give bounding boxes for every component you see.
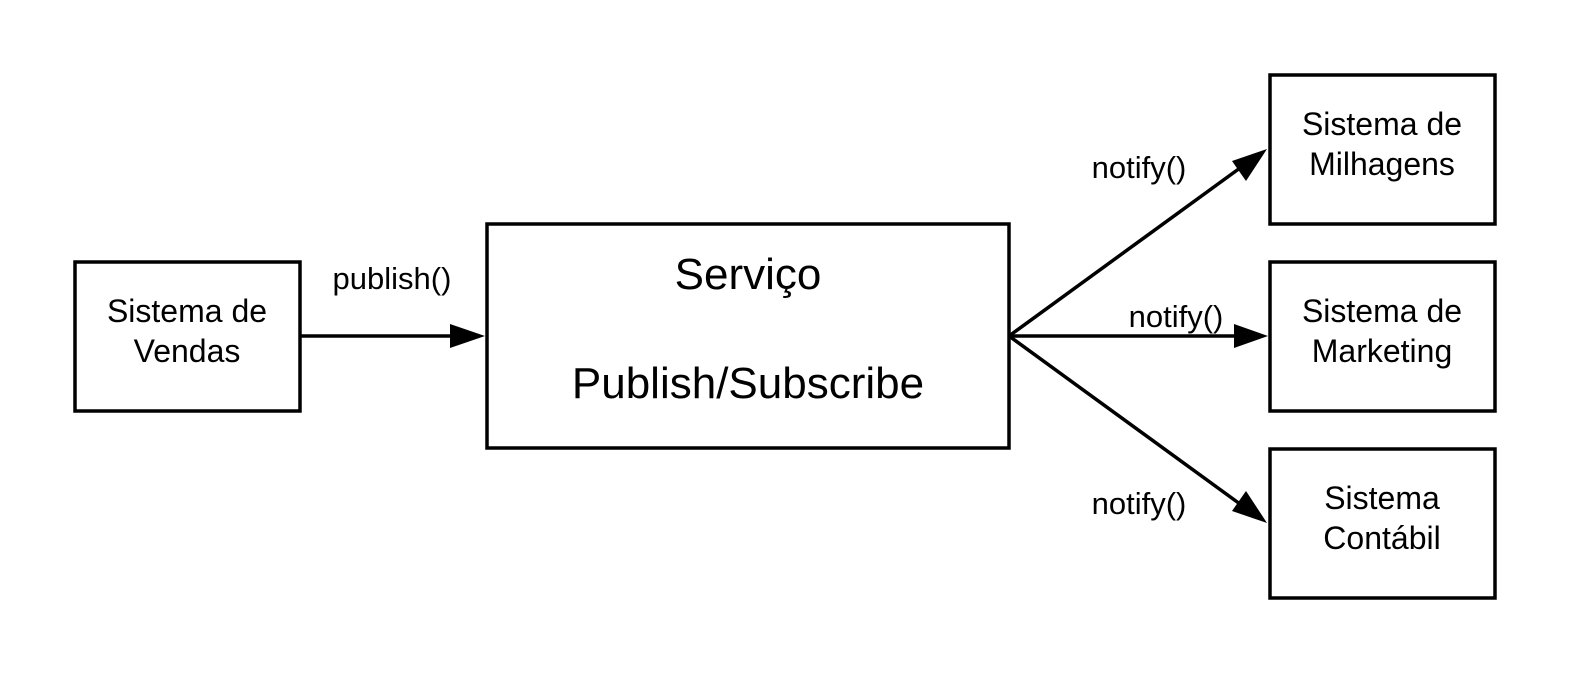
node-sistema-marketing-line1: Sistema de — [1302, 293, 1462, 329]
edge-notify-milhagens: notify() — [1007, 149, 1267, 338]
edge-publish: publish() — [300, 261, 485, 348]
edge-notify-milhagens-label: notify() — [1092, 150, 1187, 185]
node-sistema-contabil-line2: Contábil — [1323, 520, 1440, 556]
edge-notify-milhagens-arrowhead — [1232, 149, 1267, 181]
edge-notify-marketing: notify() — [1009, 299, 1268, 348]
node-sistema-vendas-box — [73, 260, 302, 413]
node-servico-pubsub-title: Serviço — [675, 250, 822, 299]
edge-notify-marketing-label: notify() — [1129, 299, 1224, 334]
node-servico-pubsub: Serviço Publish/Subscribe — [485, 222, 1011, 450]
edge-notify-milhagens-line — [1007, 166, 1242, 338]
node-sistema-vendas: Sistema de Vendas — [73, 260, 302, 413]
node-sistema-milhagens-line2: Milhagens — [1309, 146, 1455, 182]
node-sistema-contabil-line1: Sistema — [1324, 480, 1440, 516]
edge-notify-contabil-arrowhead — [1232, 491, 1267, 523]
edge-notify-contabil: notify() — [1007, 334, 1267, 523]
node-sistema-milhagens-box — [1268, 73, 1497, 226]
edge-publish-label: publish() — [333, 261, 452, 296]
node-servico-pubsub-box — [485, 222, 1011, 450]
node-sistema-contabil-box — [1268, 447, 1497, 600]
node-servico-pubsub-subtitle: Publish/Subscribe — [572, 359, 924, 408]
node-sistema-vendas-line2: Vendas — [134, 333, 241, 369]
node-sistema-vendas-line1: Sistema de — [107, 293, 267, 329]
edge-publish-arrowhead — [450, 324, 485, 348]
node-sistema-marketing-box — [1268, 260, 1497, 413]
edge-notify-contabil-label: notify() — [1092, 486, 1187, 521]
node-sistema-milhagens: Sistema de Milhagens — [1268, 73, 1497, 226]
node-sistema-marketing-line2: Marketing — [1312, 333, 1453, 369]
node-sistema-marketing: Sistema de Marketing — [1268, 260, 1497, 413]
edge-notify-marketing-arrowhead — [1234, 324, 1268, 348]
node-sistema-milhagens-line1: Sistema de — [1302, 106, 1462, 142]
node-sistema-contabil: Sistema Contábil — [1268, 447, 1497, 600]
edge-notify-contabil-line — [1007, 334, 1242, 506]
